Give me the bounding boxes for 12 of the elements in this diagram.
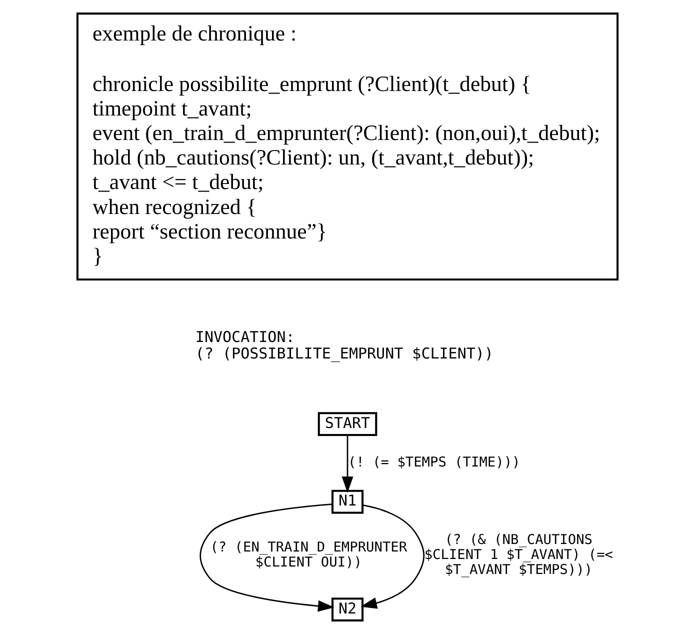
edge-label: (? (& (NB_CAUTIONS $CLIENT 1 $T_AVANT) (=< $T_AVANT $TEMPS))) <box>424 532 613 578</box>
node-box: N1 <box>331 490 364 514</box>
label: INVOCATION: <box>195 328 295 346</box>
edge-label: (! (= $TEMPS (TIME))) <box>348 454 520 470</box>
node-box: exemple de chronique : chronicle possibilite_emprunt (?Client)(t_debut) { timepoint t_avant; event (en_train_d_emprunter(?Client): (non,oui),t_debut); hold (nb_cautions(?Client): un, (t_avant,t_debut)); t_avant <= t_debut; when recognized { report “section reconnue”} } <box>76 12 619 281</box>
arrow <box>342 435 354 493</box>
label: (? (POSSIBILITE_EMPRUNT $CLIENT)) <box>195 344 494 362</box>
node-box: N2 <box>331 598 364 622</box>
arrow <box>360 504 425 609</box>
edge-label: (? (EN_TRAIN_D_EMPRUNTER $CLIENT OUI)) <box>210 540 408 571</box>
arrow <box>200 503 334 612</box>
node-box: START <box>318 412 378 436</box>
